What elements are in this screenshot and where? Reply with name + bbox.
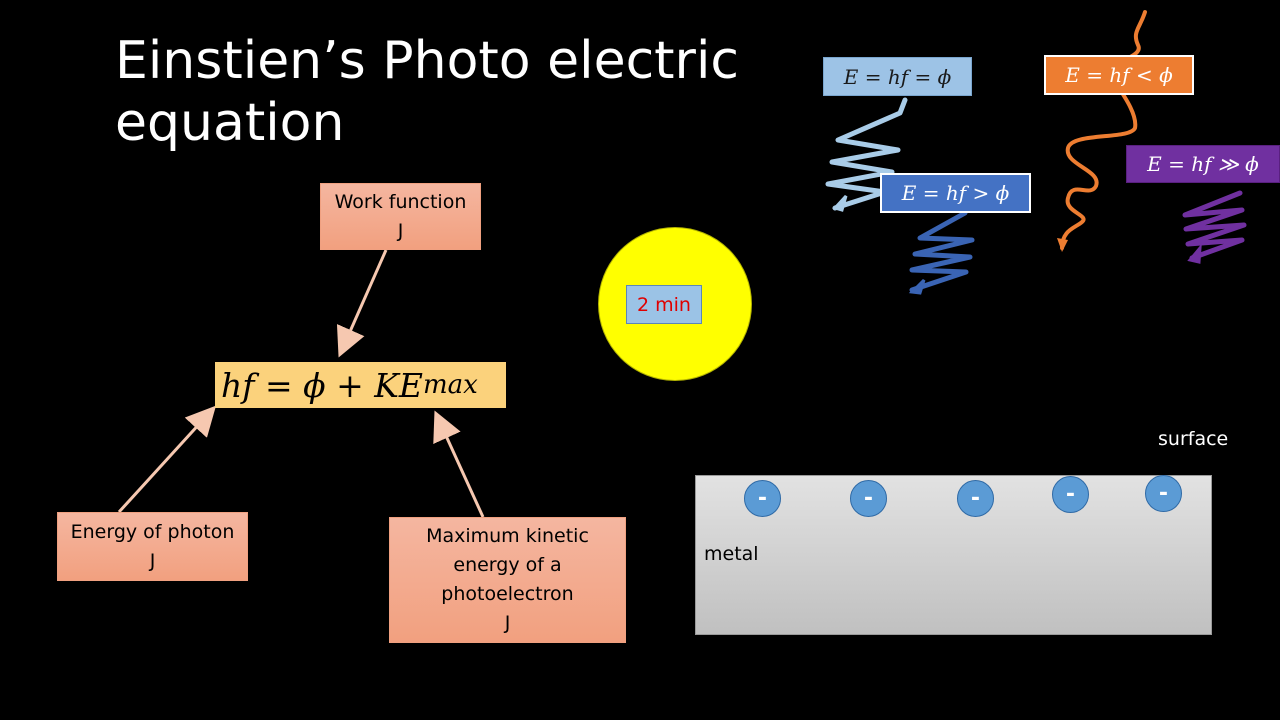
- work-function-label: Work function: [334, 190, 467, 213]
- photon-wave-blue: [909, 210, 975, 293]
- photon-wave-purple: [1182, 190, 1247, 261]
- photon-energy-label: Energy of photon: [70, 520, 235, 543]
- photon-energy-unit: J: [149, 549, 156, 572]
- photon-much-greater-label: E = hf ≫ ϕ: [1126, 145, 1280, 183]
- photon-wave-orange: [1060, 10, 1147, 250]
- photon-greater-label: E = hf > ϕ: [880, 173, 1031, 213]
- electron: -: [957, 480, 994, 517]
- photon-equal-label: E = hf = ϕ: [823, 57, 972, 96]
- work-function-unit: J: [397, 219, 404, 242]
- metal-label: metal: [704, 543, 759, 565]
- max-ke-line2: energy of a: [453, 554, 562, 576]
- arrow-max-ke: [433, 410, 485, 518]
- arrow-photon-energy: [117, 405, 217, 514]
- timer-label: 2 min: [626, 285, 702, 324]
- metal-block: [695, 475, 1212, 635]
- photon-wave-light-blue: [825, 97, 908, 211]
- work-function-box: Work function J: [320, 183, 481, 250]
- equation-main: hf = ϕ + KE: [221, 365, 423, 405]
- equation-subscript: max: [422, 370, 478, 400]
- surface-label: surface: [1158, 428, 1229, 450]
- electron: -: [1145, 475, 1182, 512]
- arrow-work-function: [336, 249, 388, 358]
- slide-title: Einstien’s Photo electric equation: [115, 31, 739, 153]
- photon-energy-box: Energy of photon J: [57, 512, 248, 581]
- max-ke-line3: photoelectron: [441, 583, 574, 605]
- max-ke-line1: Maximum kinetic: [426, 525, 589, 547]
- photon-less-label: E = hf < ϕ: [1044, 55, 1194, 95]
- max-ke-box: Maximum kinetic energy of a photoelectro…: [389, 517, 626, 643]
- electron: -: [850, 480, 887, 517]
- max-ke-unit: J: [504, 612, 511, 634]
- electron: -: [1052, 476, 1089, 513]
- electron: -: [744, 480, 781, 517]
